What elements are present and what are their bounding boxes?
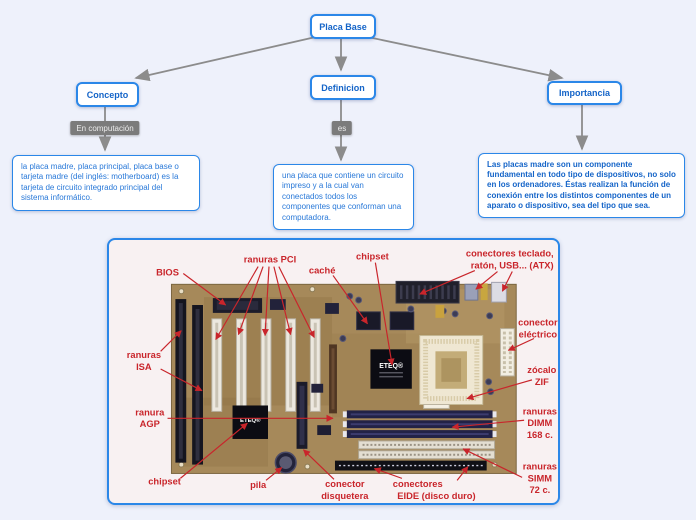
chipset-chip-top: ETEQ® — [370, 349, 412, 389]
label-simm-3: 72 c. — [529, 485, 550, 495]
link-label-en-computacion[interactable]: En computación — [70, 121, 140, 135]
link-label-en-computacion-text: En computación — [76, 123, 134, 133]
label-zif-2: ZIF — [535, 377, 549, 387]
link-label-es-text: es — [337, 123, 347, 133]
label-dimm-1: ranuras — [523, 406, 557, 416]
misc-components — [311, 292, 495, 436]
label-zif-1: zócalo — [527, 365, 556, 375]
node-definicion[interactable]: Definicion — [310, 75, 376, 100]
label-chipset-bottom: chipset — [148, 476, 181, 486]
atx-connectors — [395, 280, 507, 304]
dimm-slots — [342, 410, 497, 438]
floppy-connector — [296, 381, 308, 449]
node-importancia-label: Importancia — [558, 88, 610, 98]
chipset-top-text: ETEQ® — [379, 362, 403, 370]
agp-slot — [329, 344, 337, 414]
simm-slots — [358, 440, 496, 460]
node-placa-base[interactable]: Placa Base — [310, 14, 376, 39]
label-pila: pila — [250, 480, 267, 490]
label-bios: BIOS — [156, 267, 179, 277]
label-isa-1: ranuras — [127, 350, 161, 360]
pci-slots — [211, 318, 321, 412]
part-labels: BIOS ranuras PCI caché chipset conectore… — [127, 249, 558, 501]
node-importancia[interactable]: Importancia — [547, 81, 622, 105]
eide-connectors — [334, 460, 487, 471]
label-power-1: conector — [518, 318, 558, 328]
label-atx-1: conectores teclado, — [466, 249, 554, 259]
label-power-2: eléctrico — [519, 330, 558, 340]
desc-box-definicion[interactable]: una placa que contiene un circuito impre… — [273, 164, 414, 230]
desc-importancia-text: Las placas madre son un componente funda… — [487, 160, 676, 210]
label-isa-2: ISA — [136, 362, 152, 372]
label-chipset-top: chipset — [356, 252, 389, 262]
node-placa-base-label: Placa Base — [319, 21, 367, 32]
label-agp-2: AGP — [140, 419, 160, 429]
label-cache: caché — [309, 265, 336, 275]
label-floppy-2: disquetera — [321, 491, 369, 501]
label-pci: ranuras PCI — [244, 255, 296, 265]
label-simm-1: ranuras — [523, 462, 557, 472]
edge-root-concepto — [134, 35, 321, 82]
desc-definicion-text: una placa que contiene un circuito impre… — [282, 171, 404, 222]
label-atx-2: ratón, USB... (ATX) — [471, 261, 554, 271]
desc-concepto-text: la placa madre, placa principal, placa b… — [21, 162, 179, 203]
motherboard-illustration: ETEQ® ETEQ® — [127, 249, 558, 501]
node-definicion-label: Definicion — [321, 82, 365, 93]
label-dimm-3: 168 c. — [527, 430, 553, 440]
label-floppy-1: conector — [325, 479, 365, 489]
edge-root-importancia — [362, 35, 564, 82]
label-simm-2: SIMM — [528, 473, 553, 483]
label-eide-2: EIDE (disco duro) — [397, 491, 475, 501]
motherboard-figure-panel: ETEQ® ETEQ® — [107, 238, 560, 505]
node-concepto[interactable]: Concepto — [76, 82, 139, 107]
chipset-bottom-text: ETEQ® — [240, 417, 261, 424]
leader-lines — [160, 262, 535, 481]
label-dimm-2: DIMM — [527, 418, 552, 428]
label-eide-1: conectores — [393, 479, 443, 489]
desc-box-concepto[interactable]: la placa madre, placa principal, placa b… — [12, 155, 200, 211]
desc-box-importancia[interactable]: Las placas madre son un componente funda… — [478, 153, 685, 219]
node-concepto-label: Concepto — [86, 89, 129, 100]
power-connector — [499, 328, 515, 377]
zif-socket — [419, 335, 484, 409]
chipset-chip-bottom: ETEQ® — [232, 405, 268, 439]
label-agp-1: ranura — [135, 407, 165, 417]
link-label-es[interactable]: es — [331, 121, 353, 135]
